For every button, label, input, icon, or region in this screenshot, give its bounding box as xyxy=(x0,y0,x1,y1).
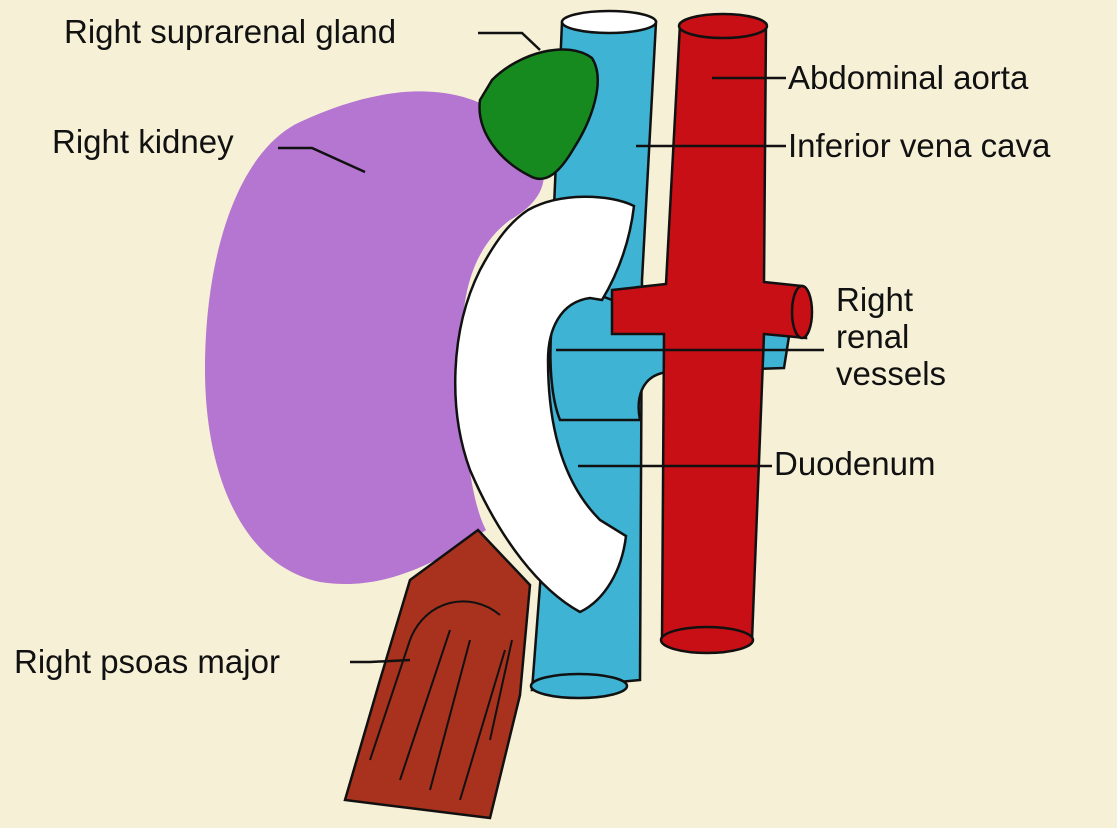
renal-artery-opening xyxy=(792,286,812,338)
aorta-top-opening xyxy=(679,14,767,38)
leader-suprarenal xyxy=(478,33,540,50)
label-right-renal-vessels: Right renal vessels xyxy=(836,282,946,393)
label-right-kidney: Right kidney xyxy=(52,124,234,161)
label-right-suprarenal-gland: Right suprarenal gland xyxy=(64,14,396,51)
label-right-renal-vessels-line-1: Right xyxy=(836,282,946,319)
leader-psoas xyxy=(350,660,410,662)
label-abdominal-aorta: Abdominal aorta xyxy=(788,60,1028,97)
label-inferior-vena-cava: Inferior vena cava xyxy=(788,128,1050,165)
aorta-bottom-opening xyxy=(661,627,753,653)
label-right-psoas-major: Right psoas major xyxy=(14,644,280,681)
label-right-renal-vessels-line-2: renal xyxy=(836,319,946,356)
ivc-bottom-opening xyxy=(531,674,627,698)
ivc-top-opening xyxy=(562,11,656,33)
label-right-renal-vessels-line-3: vessels xyxy=(836,356,946,393)
label-duodenum: Duodenum xyxy=(774,446,935,483)
